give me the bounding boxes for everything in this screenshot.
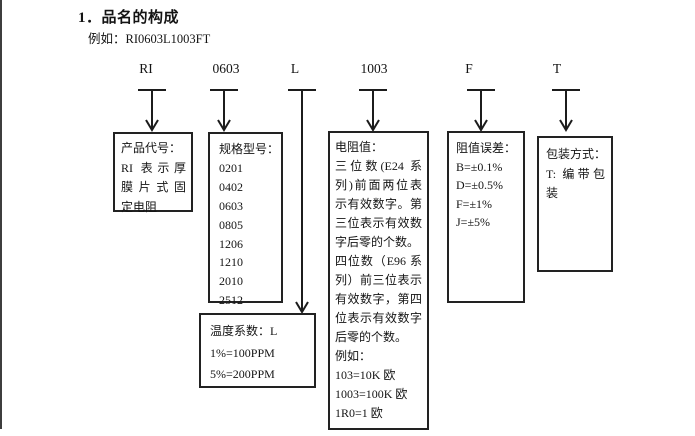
tolerance-box: 阻值误差： B=±0.1% D=±0.5% F=±1% J=±5% — [447, 131, 525, 303]
box-line: 5%=200PPM — [210, 367, 275, 381]
code-part-size: 0603 — [212, 61, 240, 76]
spec-option: 0805 — [219, 217, 243, 232]
page-left-border — [0, 0, 2, 429]
box-line: B=±0.1% — [456, 159, 503, 174]
arrow-down-icon — [138, 89, 166, 132]
spec-model-box: 规格型号： 0201 0402 0603 0805 1206 1210 2010… — [208, 132, 283, 307]
temp-coefficient-box: 温度系数：L 1%=100PPM 5%=200PPM — [199, 313, 316, 388]
box-line: 1003=100K 欧 — [335, 387, 408, 401]
product-code-box: 产品代号： RI 表示厚 膜片式固 定电阻 — [113, 132, 193, 214]
spec-option: 1210 — [219, 255, 243, 270]
box-line: RI 表示厚 — [121, 160, 186, 175]
box-line: 1%=100PPM — [210, 345, 275, 360]
code-part-packaging: T — [552, 61, 562, 76]
box-line: 定电阻 — [121, 199, 158, 214]
spec-option: 0201 — [219, 160, 243, 175]
example-part-number: 例如：RI0603L1003FT — [88, 32, 211, 46]
box-line: 温度系数：L — [210, 324, 278, 338]
spec-option: 0402 — [219, 179, 243, 194]
section-title: 1．品名的构成 — [78, 10, 180, 26]
packaging-box: 包装方式： T: 编带包 装 — [537, 136, 613, 272]
box-line: 字后零的个数。 — [335, 235, 420, 249]
box-line: 三位表示有效数 — [335, 216, 422, 230]
box-line: 有效数字，第四 — [335, 292, 422, 306]
code-part-resistance: 1003 — [360, 61, 388, 76]
box-line: 产品代号： — [121, 141, 182, 155]
box-line: T: 编带包 — [546, 166, 605, 181]
box-line: 四位数（E96 系 — [335, 254, 422, 268]
box-line: 103=10K 欧 — [335, 368, 396, 382]
box-line: 膜片式固 — [121, 180, 186, 194]
spec-option: 2512 — [219, 293, 243, 308]
code-part-tcr: L — [290, 61, 300, 76]
box-line: 装 — [546, 186, 559, 200]
code-part-tolerance: F — [465, 61, 473, 76]
arrow-down-icon — [359, 89, 387, 132]
box-line: F=±1% — [456, 196, 493, 211]
code-part-prefix: RI — [139, 61, 153, 76]
box-line: J=±5% — [456, 215, 491, 230]
box-line: 列）前三位表示 — [335, 273, 422, 287]
box-line: 列)前面两位表 — [335, 178, 422, 192]
box-line: 三位数(E24 系 — [335, 159, 422, 173]
box-line: 1R0=1 欧 — [335, 406, 383, 420]
arrow-down-icon — [467, 89, 495, 132]
box-line: 规格型号： — [219, 142, 280, 156]
box-line: 包装方式： — [546, 147, 607, 161]
box-line: 例如： — [335, 349, 372, 363]
arrow-down-icon — [288, 89, 316, 314]
spec-option: 0603 — [219, 198, 243, 213]
box-line: 电阻值： — [335, 140, 384, 154]
box-line: 位表示有效数字 — [335, 311, 422, 325]
box-line: 阻值误差： — [456, 141, 517, 155]
resistance-value-box: 电阻值： 三位数(E24 系 列)前面两位表 示有效数字。第 三位表示有效数 字… — [328, 131, 429, 430]
spec-option: 2010 — [219, 274, 243, 289]
box-line: 后零的个数。 — [335, 330, 408, 344]
box-line: D=±0.5% — [456, 178, 504, 193]
box-line: 示有效数字。第 — [335, 197, 422, 211]
arrow-down-icon — [552, 89, 580, 132]
arrow-down-icon — [210, 89, 238, 132]
spec-option: 1206 — [219, 236, 243, 251]
